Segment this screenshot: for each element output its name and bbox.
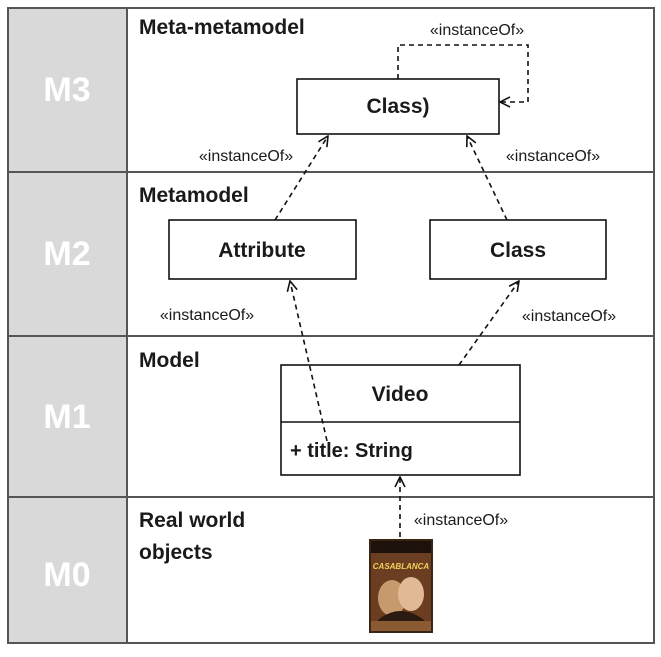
m2-class-label: Class (490, 239, 546, 262)
section-title-m0-line1: Real world (139, 509, 245, 532)
attribute-to-class-arrow (274, 136, 328, 221)
level-label-m0: M0 (43, 556, 90, 594)
class-instance-label: «instanceOf» (506, 148, 600, 165)
m1-video-attribute: + title: String (290, 440, 413, 462)
section-title-m0-line2: objects (139, 541, 213, 564)
section-title-m2: Metamodel (139, 184, 249, 207)
title-to-attribute-arrow (290, 281, 328, 442)
title-instance-label: «instanceOf» (160, 307, 254, 324)
level-column (8, 8, 127, 643)
attribute-instance-label: «instanceOf» (199, 148, 293, 165)
video-to-class-arrow (458, 281, 519, 366)
class-to-class-arrow (467, 136, 508, 221)
section-title-m1: Model (139, 349, 200, 372)
m2-attribute-box (168, 219, 357, 280)
self-instance-label: «instanceOf» (430, 22, 524, 39)
poster-title: CASABLANCA (373, 562, 430, 571)
m1-video-box (280, 364, 521, 476)
m3-class-label: Class) (366, 95, 429, 118)
object-instance-label: «instanceOf» (414, 512, 508, 529)
section-title-m3: Meta-metamodel (139, 16, 305, 39)
level-label-m2: M2 (43, 235, 90, 273)
level-label-m3: M3 (43, 71, 90, 109)
m2-attribute-label: Attribute (218, 239, 306, 262)
diagram-frame (7, 7, 655, 644)
self-instance-arrow (397, 44, 529, 102)
m2-class-box (429, 219, 607, 280)
m3-class-box (296, 78, 500, 135)
level-label-m1: M1 (43, 398, 90, 436)
video-instance-label: «instanceOf» (522, 308, 616, 325)
casablanca-poster-image: CASABLANCA (369, 539, 433, 633)
m1-video-label: Video (372, 383, 429, 406)
